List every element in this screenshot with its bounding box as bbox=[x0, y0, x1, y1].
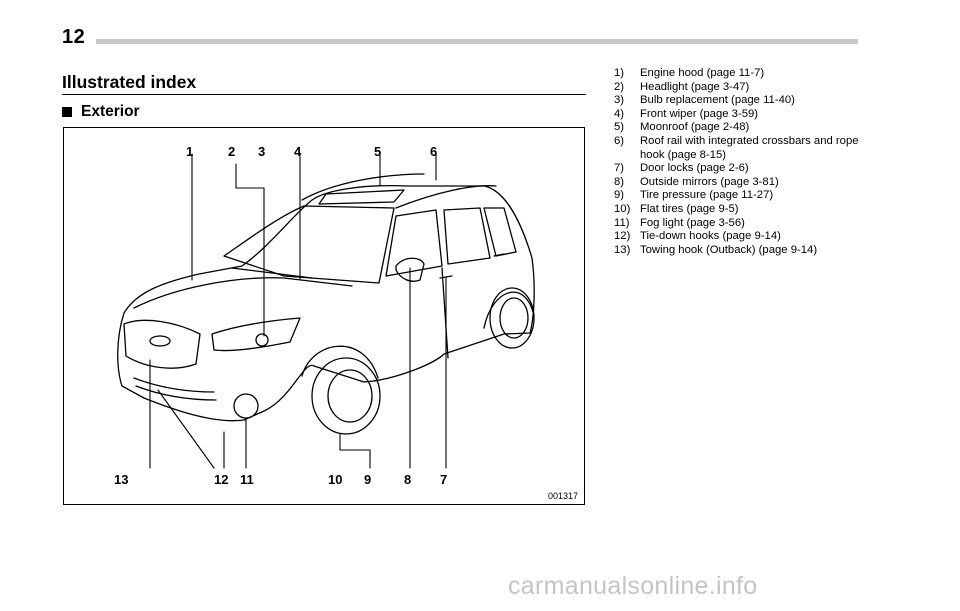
front-wheel-arch bbox=[301, 345, 379, 379]
callout-4: 4 bbox=[294, 144, 302, 159]
callout-3: 3 bbox=[258, 144, 266, 159]
list-item: 10)Flat tires (page 9-5) bbox=[614, 202, 739, 215]
list-item: 2)Headlight (page 3-47) bbox=[614, 80, 750, 93]
list-item: 1)Engine hood (page 11-7) bbox=[614, 67, 765, 79]
callout-9: 9 bbox=[364, 472, 372, 487]
index-list: 1)Engine hood (page 11-7) 2)Headlight (p… bbox=[614, 67, 862, 257]
list-item: 8)Outside mirrors (page 3-81) bbox=[614, 175, 779, 188]
figure-code: 001317 bbox=[548, 491, 579, 501]
rear-wheel bbox=[489, 287, 535, 349]
callout-1: 1 bbox=[186, 144, 194, 159]
side-window-quarter bbox=[483, 207, 517, 257]
headlight bbox=[211, 317, 301, 352]
list-item: 13)Towing hook (Outback) (page 9-14) bbox=[614, 243, 818, 256]
list-item: 11)Fog light (page 3-56) bbox=[614, 216, 745, 229]
list-item: 6)Roof rail with integrated crossbars an… bbox=[614, 134, 859, 161]
list-item: 12)Tie-down hooks (page 9-14) bbox=[614, 230, 781, 243]
list-item: 3)Bulb replacement (page 11-40) bbox=[614, 94, 795, 107]
page-number: 12 bbox=[62, 26, 86, 48]
car-body-outline bbox=[117, 184, 535, 422]
callout-11: 11 bbox=[240, 472, 254, 487]
callout-8: 8 bbox=[404, 472, 412, 487]
fog-light bbox=[233, 393, 259, 419]
windshield bbox=[223, 205, 395, 284]
front-wheel bbox=[311, 357, 381, 435]
callout-13: 13 bbox=[114, 472, 129, 487]
leader-lines bbox=[149, 153, 447, 469]
lower-grille bbox=[133, 377, 215, 393]
watermark: carmanualsonline.info bbox=[508, 572, 758, 600]
section-title: Illustrated index bbox=[62, 72, 197, 92]
list-item: 7)Door locks (page 2-6) bbox=[614, 162, 749, 175]
door-line bbox=[441, 267, 449, 359]
callout-2: 2 bbox=[228, 144, 236, 159]
section-rule bbox=[62, 94, 586, 95]
callout-6: 6 bbox=[430, 144, 438, 159]
roof-rail-right bbox=[395, 185, 497, 209]
hood-crease bbox=[133, 277, 353, 309]
callout-10: 10 bbox=[328, 472, 343, 487]
roof-rail-left bbox=[301, 173, 425, 201]
square-bullet-icon bbox=[62, 107, 72, 117]
front-wiper bbox=[231, 267, 313, 279]
door-handle-rear bbox=[493, 253, 505, 257]
car-illustration bbox=[117, 153, 535, 469]
side-window-rear bbox=[443, 207, 491, 265]
list-item: 5)Moonroof (page 2-48) bbox=[614, 121, 750, 134]
emblem bbox=[149, 335, 171, 347]
list-item: 9)Tire pressure (page 11-27) bbox=[614, 189, 774, 202]
moonroof bbox=[318, 189, 405, 205]
side-mirror bbox=[395, 257, 425, 282]
callout-7: 7 bbox=[440, 472, 448, 487]
front-grille bbox=[123, 319, 201, 369]
exterior-figure: 1 2 3 4 5 6 13 12 11 10 9 8 7 001317 bbox=[63, 127, 585, 505]
callout-5: 5 bbox=[374, 144, 382, 159]
side-window-front bbox=[385, 209, 443, 277]
rear-wheel-arch bbox=[483, 291, 535, 329]
callout-12: 12 bbox=[214, 472, 229, 487]
headlight-bulb bbox=[255, 333, 269, 347]
list-item: 4)Front wiper (page 3-59) bbox=[614, 107, 759, 120]
header-rule bbox=[96, 39, 858, 44]
door-handle-front bbox=[439, 275, 453, 279]
subsection-heading: Exterior bbox=[62, 103, 140, 121]
subsection-label: Exterior bbox=[81, 103, 140, 120]
